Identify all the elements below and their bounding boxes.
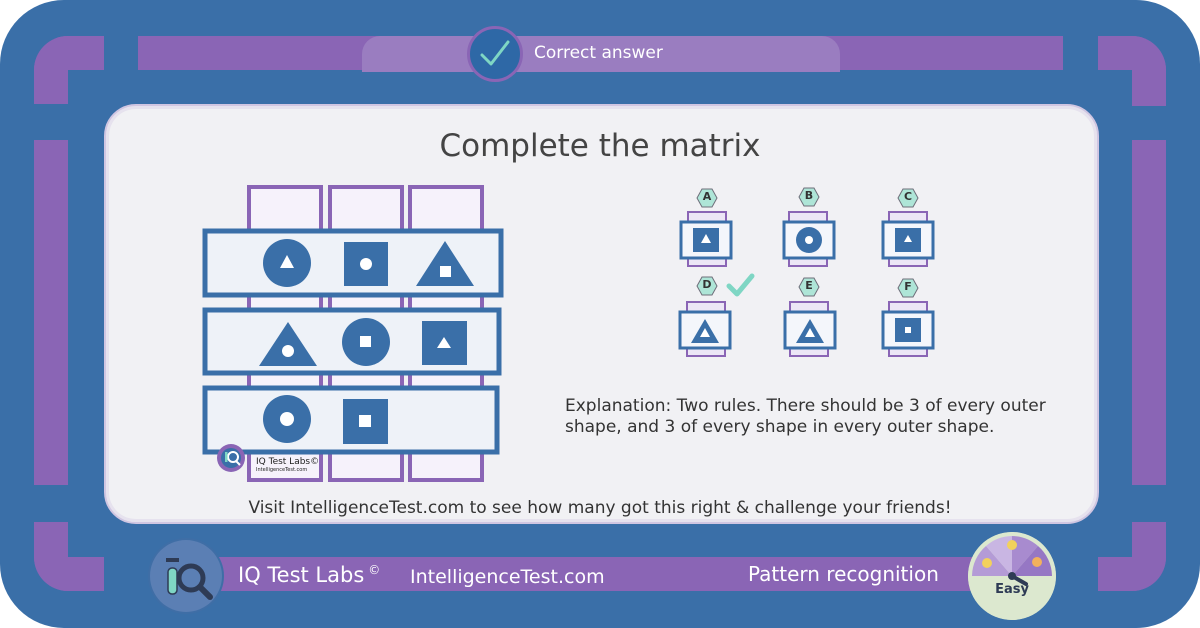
gauge-dial-icon xyxy=(968,532,1056,620)
brand-name: IQ Test Labs© xyxy=(238,563,380,587)
brand-logo xyxy=(148,538,224,614)
cell-triangle-with-circle xyxy=(259,322,317,366)
option-letter: A xyxy=(702,190,712,203)
cell-square-with-circle xyxy=(344,242,388,286)
frame-accent xyxy=(34,140,68,485)
option-letter: B xyxy=(804,189,814,202)
option-letter: E xyxy=(805,279,813,292)
question-title: Complete the matrix xyxy=(439,128,761,164)
magnifier-logo-icon xyxy=(150,540,222,612)
copyright-mark: © xyxy=(368,563,381,577)
watermark-site: IntelligenceTest.com xyxy=(256,467,308,473)
check-icon xyxy=(480,40,510,66)
cell-triangle-with-square xyxy=(416,241,474,286)
option-c[interactable] xyxy=(881,188,935,267)
matrix-row xyxy=(202,385,500,455)
matrix-row xyxy=(202,307,502,376)
option-letter: F xyxy=(904,280,912,293)
footer-bar xyxy=(180,557,1010,591)
explanation-text: Explanation: Two rules. There should be … xyxy=(565,396,1046,437)
site-link[interactable]: IntelligenceTest.com xyxy=(410,566,605,588)
correct-check-icon xyxy=(726,273,755,297)
cell-circle-with-triangle xyxy=(263,239,311,287)
difficulty-label: Easy xyxy=(995,582,1029,597)
option-b[interactable] xyxy=(782,187,836,267)
option-letter: C xyxy=(903,190,913,203)
correct-answer-banner xyxy=(362,36,840,72)
check-badge xyxy=(467,26,523,82)
cell-circle-with-square xyxy=(342,318,390,366)
option-letter: D xyxy=(702,278,712,291)
frame-accent xyxy=(1132,140,1166,485)
matrix-row xyxy=(202,228,504,298)
brand-text: IQ Test Labs xyxy=(238,563,365,587)
category-label: Pattern recognition xyxy=(748,562,939,586)
option-e[interactable] xyxy=(783,277,837,357)
option-f[interactable] xyxy=(881,278,935,357)
correct-answer-label: Correct answer xyxy=(534,43,663,63)
cell-square-with-square xyxy=(343,399,388,444)
watermark-brand: IQ Test Labs© xyxy=(256,457,320,467)
option-a[interactable] xyxy=(679,188,733,267)
difficulty-gauge: Easy xyxy=(968,532,1056,620)
cell-square-with-triangle xyxy=(422,321,467,365)
visit-cta: Visit IntelligenceTest.com to see how ma… xyxy=(248,498,952,518)
cell-circle-with-circle xyxy=(263,395,311,443)
option-d[interactable] xyxy=(678,276,732,357)
matrix-watermark: IQ Test Labs© IntelligenceTest.com xyxy=(256,457,319,473)
matrix-watermark-logo xyxy=(217,444,245,472)
